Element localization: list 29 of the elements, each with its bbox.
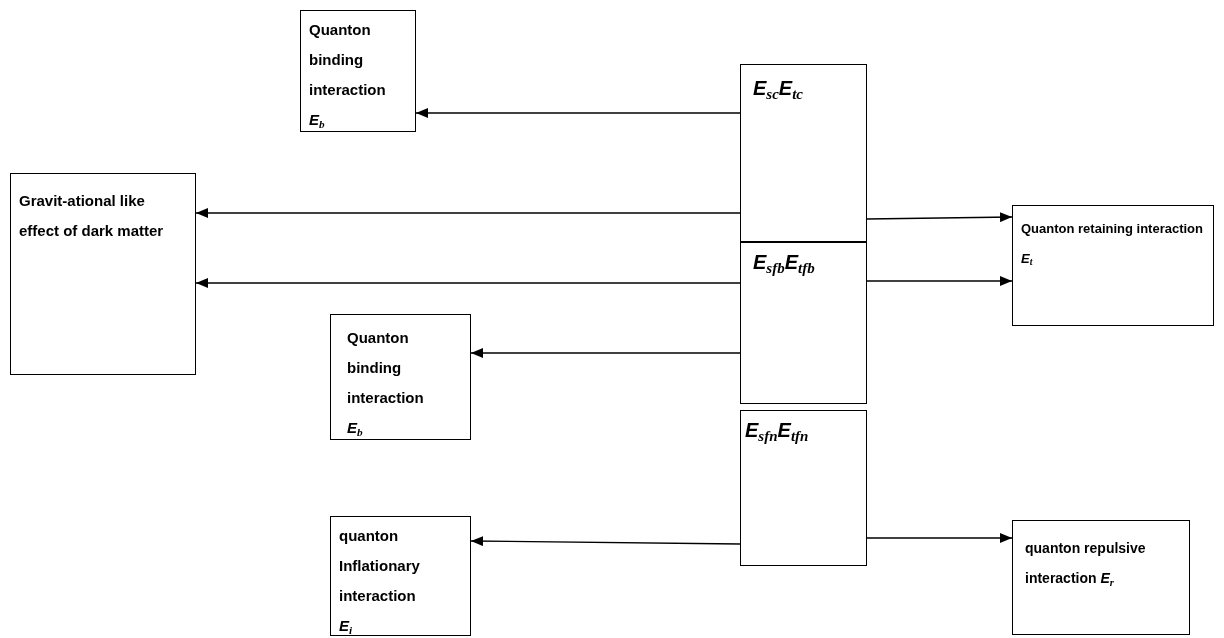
box-label: Quanton binding interaction [309,20,387,100]
box-label: Quanton retaining interaction E$_{t}$ [1021,220,1204,270]
arrow [195,208,741,218]
box-label: Gravit-ational like effect of dark matter [19,191,165,241]
process-box [740,242,867,404]
arrow [866,276,1013,286]
arrow [470,348,741,358]
process-box [740,64,867,242]
box-label: E$_{b}$ [309,110,326,132]
process-box [1012,520,1190,635]
arrow [866,533,1013,543]
box-label: quanton Inflationary interaction [339,526,421,606]
box-label: E$_{sfn}$E$_{tfn}$ [745,418,810,445]
box-label: quanton repulsive interaction E$_{r}$ [1025,539,1147,590]
process-box [330,516,471,636]
process-box [1012,205,1214,326]
arrow [866,212,1013,223]
box-label: Quanton binding interaction [347,328,425,408]
box-label: E$_{b}$ [347,418,364,440]
process-box [300,10,416,132]
box-label: E$_{i}$ [339,616,354,638]
process-box [10,173,196,375]
process-box [740,410,867,566]
arrow [415,108,741,118]
box-label: E$_{sfb}$E$_{tfb}$ [753,250,816,277]
box-label: E$_{sc}$E$_{tc}$ [753,76,804,103]
arrow [470,536,741,547]
process-box [330,314,471,440]
arrow [195,278,741,288]
